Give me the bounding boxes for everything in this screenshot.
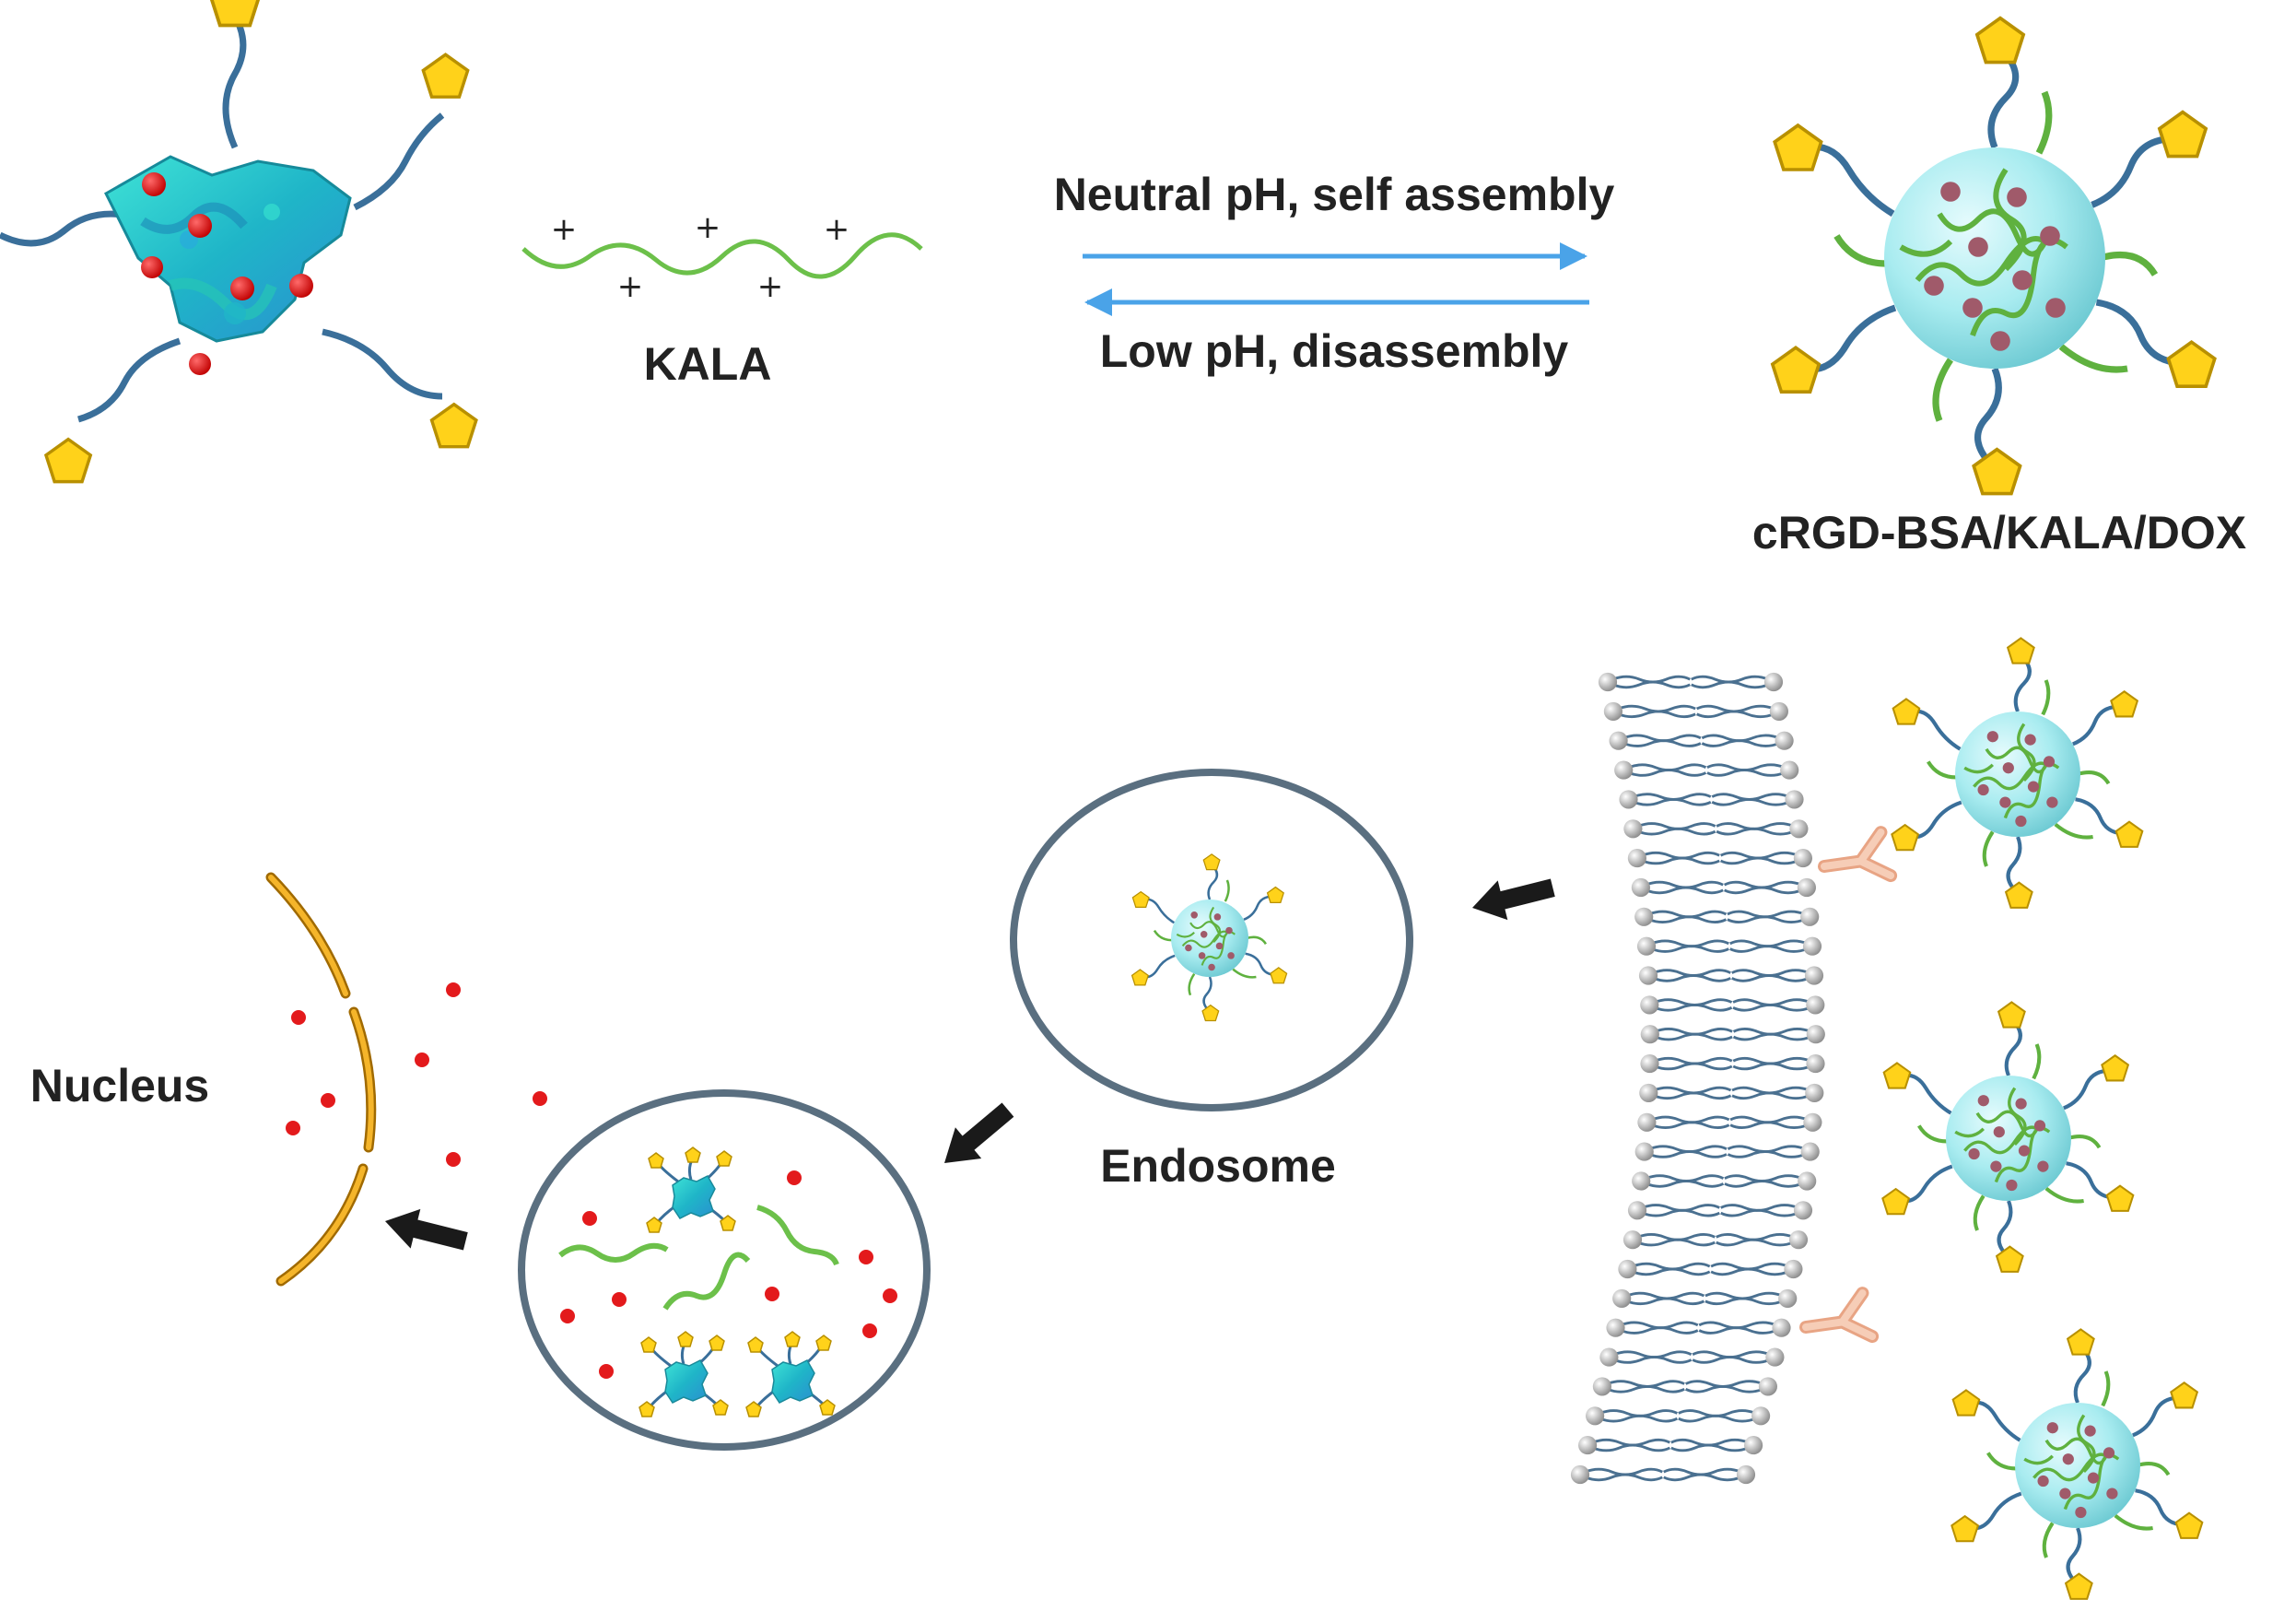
lipid-outer — [1617, 788, 1713, 810]
lipid-outer — [1639, 1023, 1734, 1045]
lipid-inner — [1726, 1141, 1822, 1163]
lipid-outer — [1626, 1199, 1721, 1221]
lipid-outer — [1591, 1375, 1686, 1397]
lipid-outer — [1584, 1405, 1679, 1427]
lipid-inner — [1719, 847, 1814, 869]
charge-plus-4: + — [617, 268, 644, 305]
kala-peptide-icon: + + + + + — [521, 209, 923, 305]
charge-plus-3: + — [824, 211, 850, 248]
lipid-outer — [1622, 1229, 1716, 1251]
endosome-vesicle — [1010, 769, 1413, 1111]
lipid-inner — [1684, 1375, 1779, 1397]
reverse-label: Low pH, disassembly — [1100, 325, 1569, 377]
lipid-inner — [1700, 730, 1796, 752]
lipid-inner — [1723, 1170, 1818, 1193]
nanoparticle-free-1 — [1882, 1002, 2133, 1271]
charge-plus-5: + — [757, 268, 784, 305]
step-arrow-nucleus — [380, 1201, 471, 1262]
receptor-icon-2 — [1802, 1293, 1872, 1346]
lipid-inner — [1662, 1464, 1757, 1486]
lipid-outer — [1638, 994, 1734, 1016]
dox-dot-icon — [787, 1170, 802, 1185]
charge-plus-2: + — [695, 209, 721, 246]
lipid-outer — [1597, 671, 1692, 693]
lipid-outer — [1637, 1082, 1733, 1104]
lipid-inner — [1728, 935, 1823, 958]
lipid-outer — [1622, 817, 1717, 840]
lipid-outer — [1626, 847, 1721, 869]
lipid-inner — [1709, 1258, 1804, 1280]
lipid-inner — [1710, 788, 1806, 810]
nucleus-envelope — [265, 872, 377, 1287]
lipid-inner — [1669, 1434, 1764, 1456]
free-peptide-2 — [662, 1252, 751, 1311]
lipid-outer — [1630, 1170, 1725, 1193]
nanoparticle-bound — [1892, 638, 2142, 907]
lipid-outer — [1598, 1346, 1693, 1369]
lipid-inner — [1697, 1317, 1793, 1339]
lipid-outer — [1604, 1317, 1700, 1339]
lipid-inner — [1731, 994, 1826, 1016]
membrane-icon — [1569, 671, 1827, 1486]
lipid-outer — [1616, 1258, 1712, 1280]
lipid-outer — [1569, 1464, 1664, 1486]
lipid-inner — [1726, 906, 1821, 928]
lipid-inner — [1715, 1229, 1810, 1251]
lipid-outer — [1635, 1111, 1731, 1134]
endosome-label: Endosome — [1100, 1140, 1336, 1192]
forward-label: Neutral pH, self assembly — [1054, 169, 1615, 220]
disassembled-vesicle — [518, 1089, 931, 1451]
nucleus-label: Nucleus — [30, 1060, 210, 1111]
lipid-outer — [1637, 964, 1732, 987]
lipid-inner — [1732, 1023, 1827, 1045]
lipid-outer — [1611, 1288, 1705, 1310]
lipid-inner — [1695, 700, 1790, 723]
lipid-inner — [1677, 1405, 1772, 1427]
lipid-inner — [1730, 964, 1825, 987]
lipid-inner — [1730, 1082, 1825, 1104]
step-arrow-uptake — [1467, 867, 1558, 928]
protein-bsa-icon — [0, 0, 478, 484]
lipid-outer — [1634, 1141, 1728, 1163]
lipid-inner — [1728, 1111, 1823, 1134]
free-peptide-1 — [558, 1242, 669, 1263]
lipid-outer — [1633, 906, 1728, 928]
lipid-inner — [1704, 1288, 1798, 1310]
lipid-outer — [1612, 759, 1707, 782]
lipid-outer — [1576, 1434, 1671, 1456]
nanoparticle-icon — [1773, 18, 2215, 494]
step-arrow-escape — [931, 1094, 1022, 1179]
receptor-icon — [1821, 832, 1891, 885]
lipid-outer — [1602, 700, 1697, 723]
lipid-inner — [1705, 759, 1800, 782]
released-dox — [286, 982, 547, 1167]
lipid-inner — [1715, 817, 1810, 840]
charge-plus-1: + — [551, 211, 578, 248]
lipid-inner — [1719, 1199, 1814, 1221]
nanoparticle-free-2 — [1951, 1329, 2202, 1598]
lipid-outer — [1630, 876, 1725, 899]
lipid-inner — [1691, 1346, 1786, 1369]
lipid-inner — [1723, 876, 1818, 899]
lipid-outer — [1635, 935, 1730, 958]
lipid-outer — [1638, 1052, 1734, 1075]
free-peptide-3 — [756, 1205, 839, 1266]
lipid-outer — [1608, 730, 1703, 752]
lipid-inner — [1690, 671, 1785, 693]
lipid-inner — [1731, 1052, 1827, 1075]
kala-label: KALA — [644, 338, 772, 390]
product-label: cRGD-BSA/KALA/DOX — [1752, 507, 2246, 559]
